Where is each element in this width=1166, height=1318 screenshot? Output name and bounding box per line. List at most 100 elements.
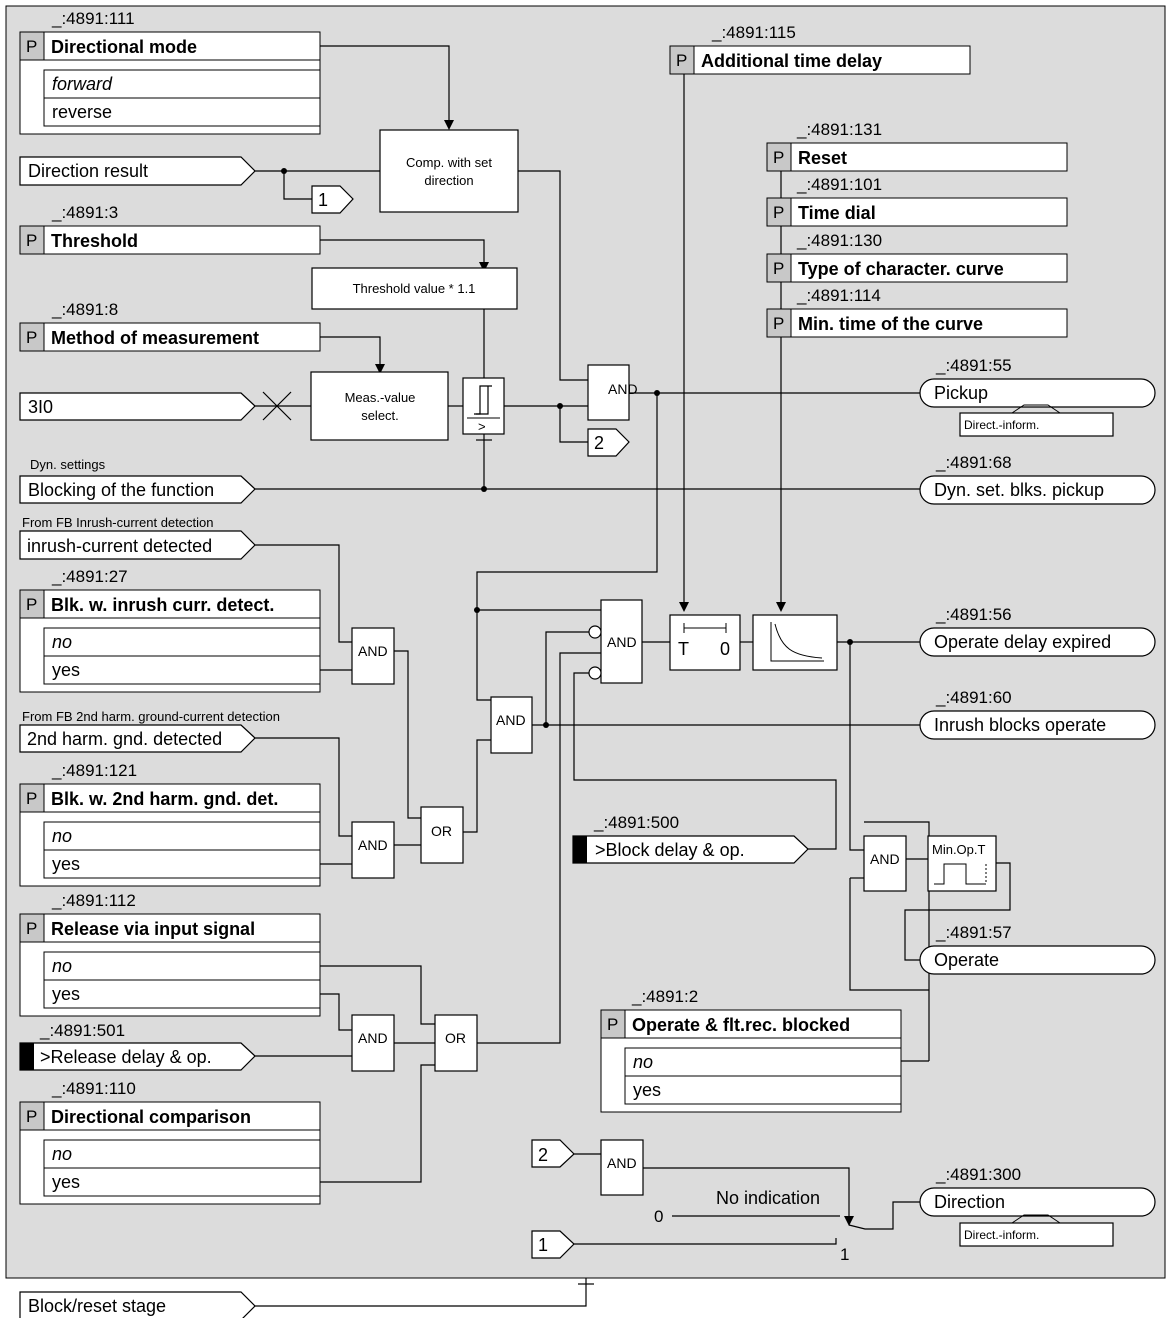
param-id-reset: _:4891:131 [796,120,882,139]
svg-text:P: P [773,203,784,222]
input-inrush[interactable] [19,530,256,560]
connector-1-out [311,185,354,214]
and-gate-inrush [351,627,395,685]
junction-dots [281,168,853,728]
param-label-threshold: Threshold [51,231,138,251]
param-id-dir-mode: _:4891:111 [51,9,135,28]
param-threshold[interactable] [19,225,321,255]
thr-value-label: Threshold value * 1.1 [353,281,476,296]
comp-direction-block [379,129,519,213]
option-yes[interactable]: yes [52,984,80,1004]
option-yes[interactable]: yes [633,1080,661,1100]
option-no[interactable]: no [52,826,72,846]
gate-label-and: AND [496,712,526,728]
gate-label-and: AND [870,851,900,867]
svg-text:P: P [773,259,784,278]
output-id-operate: _:4891:57 [935,923,1012,942]
input-id-release-delay: _:4891:501 [39,1021,125,1040]
and-gate-operate-delay [600,599,643,684]
option-yes[interactable]: yes [52,1172,80,1192]
output-label-inrush-blk: Inrush blocks operate [934,715,1106,735]
input-direction-result[interactable] [19,156,256,186]
param-id-op-blocked: _:4891:2 [631,987,698,1006]
param-reset[interactable] [766,142,1068,172]
param-id-blk-2nd: _:4891:121 [51,761,137,780]
option-no[interactable]: no [633,1052,653,1072]
input-blocking[interactable] [19,475,256,504]
gate-label-or: OR [431,823,452,839]
output-op-delay[interactable] [919,627,1156,657]
param-label-blk-2nd: Blk. w. 2nd harm. gnd. det. [51,789,278,809]
svg-text:P: P [26,595,37,614]
param-label-op-blocked: Operate & flt.rec. blocked [632,1015,850,1035]
and-gate-blocks [490,696,533,754]
option-yes[interactable]: yes [52,660,80,680]
param-min-time[interactable] [766,308,1068,338]
output-dyn-blk[interactable] [919,475,1156,505]
output-label-operate: Operate [934,950,999,970]
output-pickup[interactable] [919,378,1156,408]
param-label-dir-comp: Directional comparison [51,1107,251,1127]
param-label-method: Method of measurement [51,328,259,348]
input-label-blocking: Blocking of the function [28,480,214,500]
option-no[interactable]: no [52,1144,72,1164]
input-2nd-harm[interactable] [19,724,256,753]
svg-text:P: P [773,148,784,167]
input-id-block-delay: _:4891:500 [593,813,679,832]
option-forward[interactable]: forward [52,74,113,94]
inverter-bubble [588,625,602,639]
param-add-delay[interactable] [669,45,971,75]
output-label-direction: Direction [934,1192,1005,1212]
output-inrush-blk[interactable] [919,710,1156,740]
gate-label-and: AND [358,1030,388,1046]
inrush-note: From FB Inrush-current detection [22,515,213,530]
input-block-reset[interactable] [19,1291,256,1318]
option-yes[interactable]: yes [52,854,80,874]
gate-label-or: OR [445,1030,466,1046]
output-label-pickup: Pickup [934,383,988,403]
option-reverse[interactable]: reverse [52,102,112,122]
output-operate[interactable] [919,945,1156,975]
param-id-blk-inrush: _:4891:27 [51,567,128,586]
meas-select-block [310,371,449,441]
info-badge-pickup [959,412,1114,437]
binary-input-marker [573,836,587,863]
output-id-op-delay: _:4891:56 [935,605,1012,624]
connector-2-in [531,1139,575,1168]
and-gate-operate [863,835,907,892]
option-no[interactable]: no [52,956,72,976]
output-id-pickup: _:4891:55 [935,356,1012,375]
gate-label-and: AND [358,837,388,853]
svg-text:P: P [26,789,37,808]
connector-label: 1 [538,1235,548,1255]
param-p-icon: P [26,37,37,56]
switch-1: 1 [840,1245,849,1264]
svg-text:P: P [773,314,784,333]
param-curve-type[interactable] [766,253,1068,283]
connector-2-out [587,428,630,457]
info-label-pickup: Direct.-inform. [964,418,1039,432]
or-gate-harmonic [420,806,464,864]
output-label-dyn-blk: Dyn. set. blks. pickup [934,480,1104,500]
output-direction[interactable] [919,1187,1156,1217]
input-label-release-delay: >Release delay & op. [40,1047,212,1067]
input-label-inrush: inrush-current detected [27,536,212,556]
info-label-direction: Direct.-inform. [964,1228,1039,1242]
param-method[interactable] [19,322,321,352]
param-label-add-delay: Additional time delay [701,51,882,71]
minop-label: Min.Op.T [932,842,986,857]
arrowheads [375,120,854,1226]
param-id-time-dial: _:4891:101 [796,175,882,194]
param-id-min-time: _:4891:114 [796,286,881,305]
param-label-min-time: Min. time of the curve [798,314,983,334]
dyn-settings-note: Dyn. settings [30,457,106,472]
svg-text:P: P [676,51,687,70]
threshold-value-block [311,267,518,310]
param-label-dir-mode: Directional mode [51,37,197,57]
option-no[interactable]: no [52,632,72,652]
or-gate-release [434,1014,478,1072]
input-3i0[interactable] [19,392,256,421]
gate-label-and: AND [607,1155,637,1171]
and-gate-pickup [587,364,630,421]
